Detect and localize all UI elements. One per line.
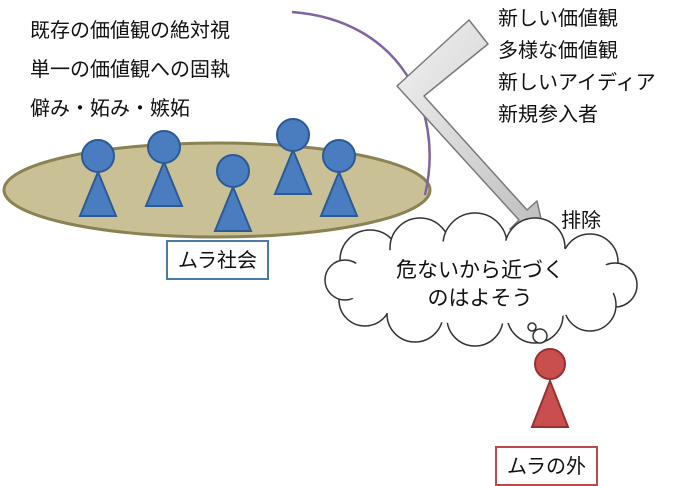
villager bbox=[273, 118, 313, 195]
village-label: ムラ社会 bbox=[166, 240, 269, 280]
envy-text: 僻み・妬み・嫉妬 bbox=[30, 96, 190, 120]
villager bbox=[144, 130, 184, 207]
new-values-text: 新しい価値観 bbox=[498, 6, 618, 30]
thought-bubble-large bbox=[532, 328, 548, 344]
newcomers-text: 新規参入者 bbox=[498, 102, 598, 126]
thought-cloud-fill bbox=[342, 240, 618, 324]
thought-text-line-1: 危ないから近づく bbox=[396, 258, 564, 282]
villager bbox=[319, 139, 359, 217]
village-disc bbox=[2, 141, 432, 239]
outsider-figure bbox=[530, 348, 570, 428]
villager bbox=[78, 139, 118, 217]
village-dome-arc bbox=[291, 10, 431, 196]
villager bbox=[213, 154, 253, 232]
old-values-text: 既存の価値観の絶対視 bbox=[30, 18, 230, 42]
thought-bubble-small bbox=[527, 322, 537, 332]
fixation-text: 単一の価値観への固執 bbox=[30, 57, 230, 81]
exclusion-label: 排除 bbox=[561, 208, 601, 232]
thought-text-line-2: のはよそう bbox=[427, 286, 533, 310]
outsider-label: ムラの外 bbox=[495, 446, 598, 486]
new-ideas-text: 新しいアイディア bbox=[498, 70, 656, 94]
diverse-values-text: 多様な価値観 bbox=[498, 38, 618, 62]
